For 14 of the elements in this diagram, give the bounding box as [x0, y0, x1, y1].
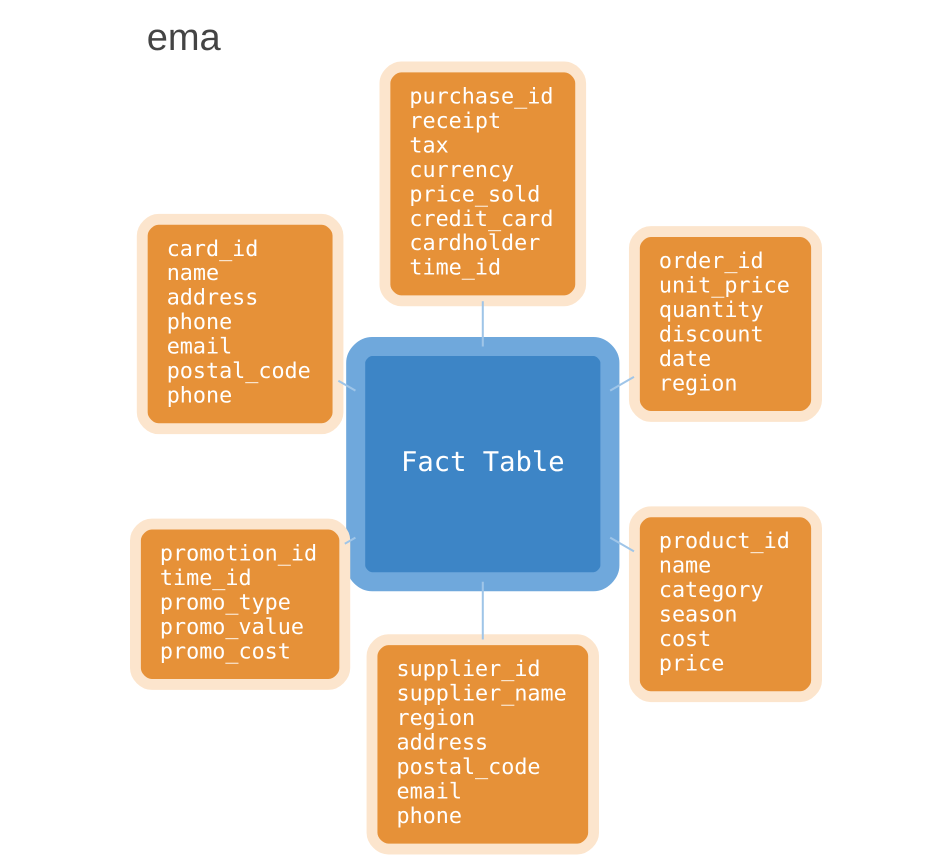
node-box: promotion_id time_id promo_type promo_value promo_cost — [130, 518, 350, 690]
connector — [609, 536, 634, 552]
connector — [344, 536, 356, 545]
connector — [481, 582, 484, 640]
node-box: Fact Table — [346, 337, 619, 592]
node-box: product_id name category season cost price — [628, 506, 822, 702]
connector — [337, 380, 356, 392]
connector — [609, 376, 634, 392]
diagram-title: ema — [146, 16, 220, 59]
node-box: order_id unit_price quantity discount date region — [628, 226, 822, 422]
node-box: supplier_id supplier_name region address postal_code email phone — [366, 634, 599, 854]
node-box: purchase_id receipt tax currency price_sold credit_card cardholder time_id — [378, 62, 586, 306]
node-box: card_id name address phone email postal_code phone — [136, 214, 343, 434]
connector — [481, 301, 484, 346]
